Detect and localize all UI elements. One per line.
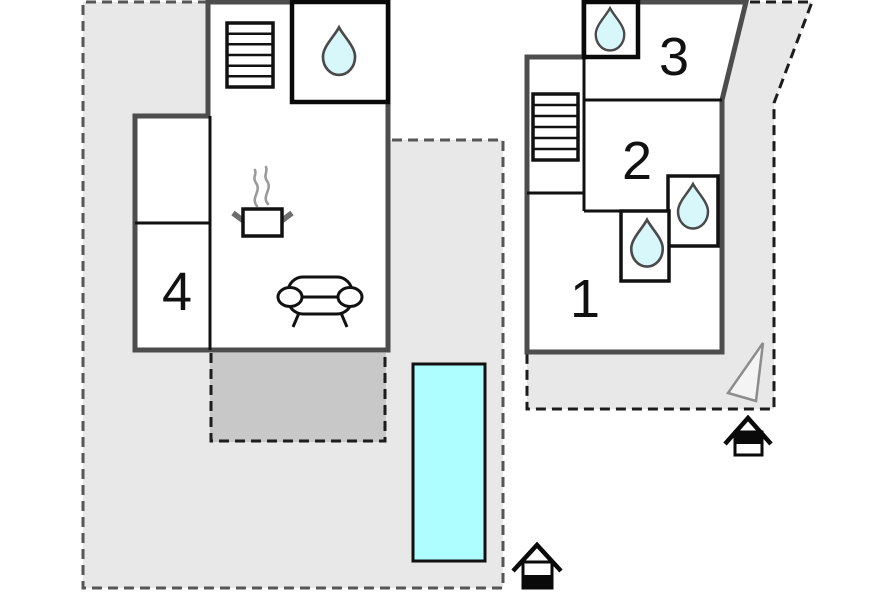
building-right-interior-walls (527, 57, 722, 213)
terrace-area (210, 353, 386, 442)
staircase-treads (533, 103, 578, 151)
right-parcel-area (527, 2, 812, 409)
building-right-outer-walls (524, 0, 750, 355)
room-1-label: 1 (570, 269, 600, 329)
sofa-icon (276, 275, 364, 328)
room-4-label: 4 (162, 262, 192, 322)
terrace-boundary (209, 353, 387, 443)
water-drop-icon (321, 24, 357, 77)
water-drop-icon (676, 181, 710, 230)
room-3-label: 3 (659, 27, 689, 87)
right-parcel-boundary (525, 0, 815, 411)
house-entrance-icon (511, 541, 563, 590)
bathroom-middle-upper (666, 174, 720, 248)
sofa-armrest-left (276, 286, 304, 308)
swimming-pool (411, 362, 487, 563)
north-arrow-icon (725, 342, 765, 403)
staircase-treads (227, 32, 273, 78)
site-parcels (81, 0, 815, 590)
bathroom-left-building (289, 0, 391, 105)
sofa-armrest-right (336, 286, 364, 308)
house-roof (723, 414, 773, 446)
staircase-icon (531, 92, 580, 162)
room-2-label: 2 (622, 131, 652, 191)
steam-lines (253, 165, 270, 208)
building-right: 3 2 1 (524, 0, 750, 355)
water-drop-icon (594, 5, 626, 52)
house-body-fill (523, 575, 552, 588)
pot-body (241, 207, 284, 238)
cooking-pot-icon (231, 165, 294, 238)
staircase-icon (225, 21, 275, 89)
house-entrance-icon (723, 414, 773, 457)
sofa-legs (291, 312, 349, 328)
annotations (511, 342, 773, 590)
left-parcel-boundary (81, 0, 505, 590)
left-parcel-area (83, 2, 503, 588)
water-drop-icon (629, 216, 665, 268)
building-left-interior-walls (135, 116, 212, 350)
bathroom-top-right-building (581, 0, 641, 60)
bathroom-middle-lower (619, 209, 671, 283)
building-left: 4 (132, 0, 391, 353)
house-body-fill (735, 432, 762, 444)
house-roof (511, 541, 563, 573)
